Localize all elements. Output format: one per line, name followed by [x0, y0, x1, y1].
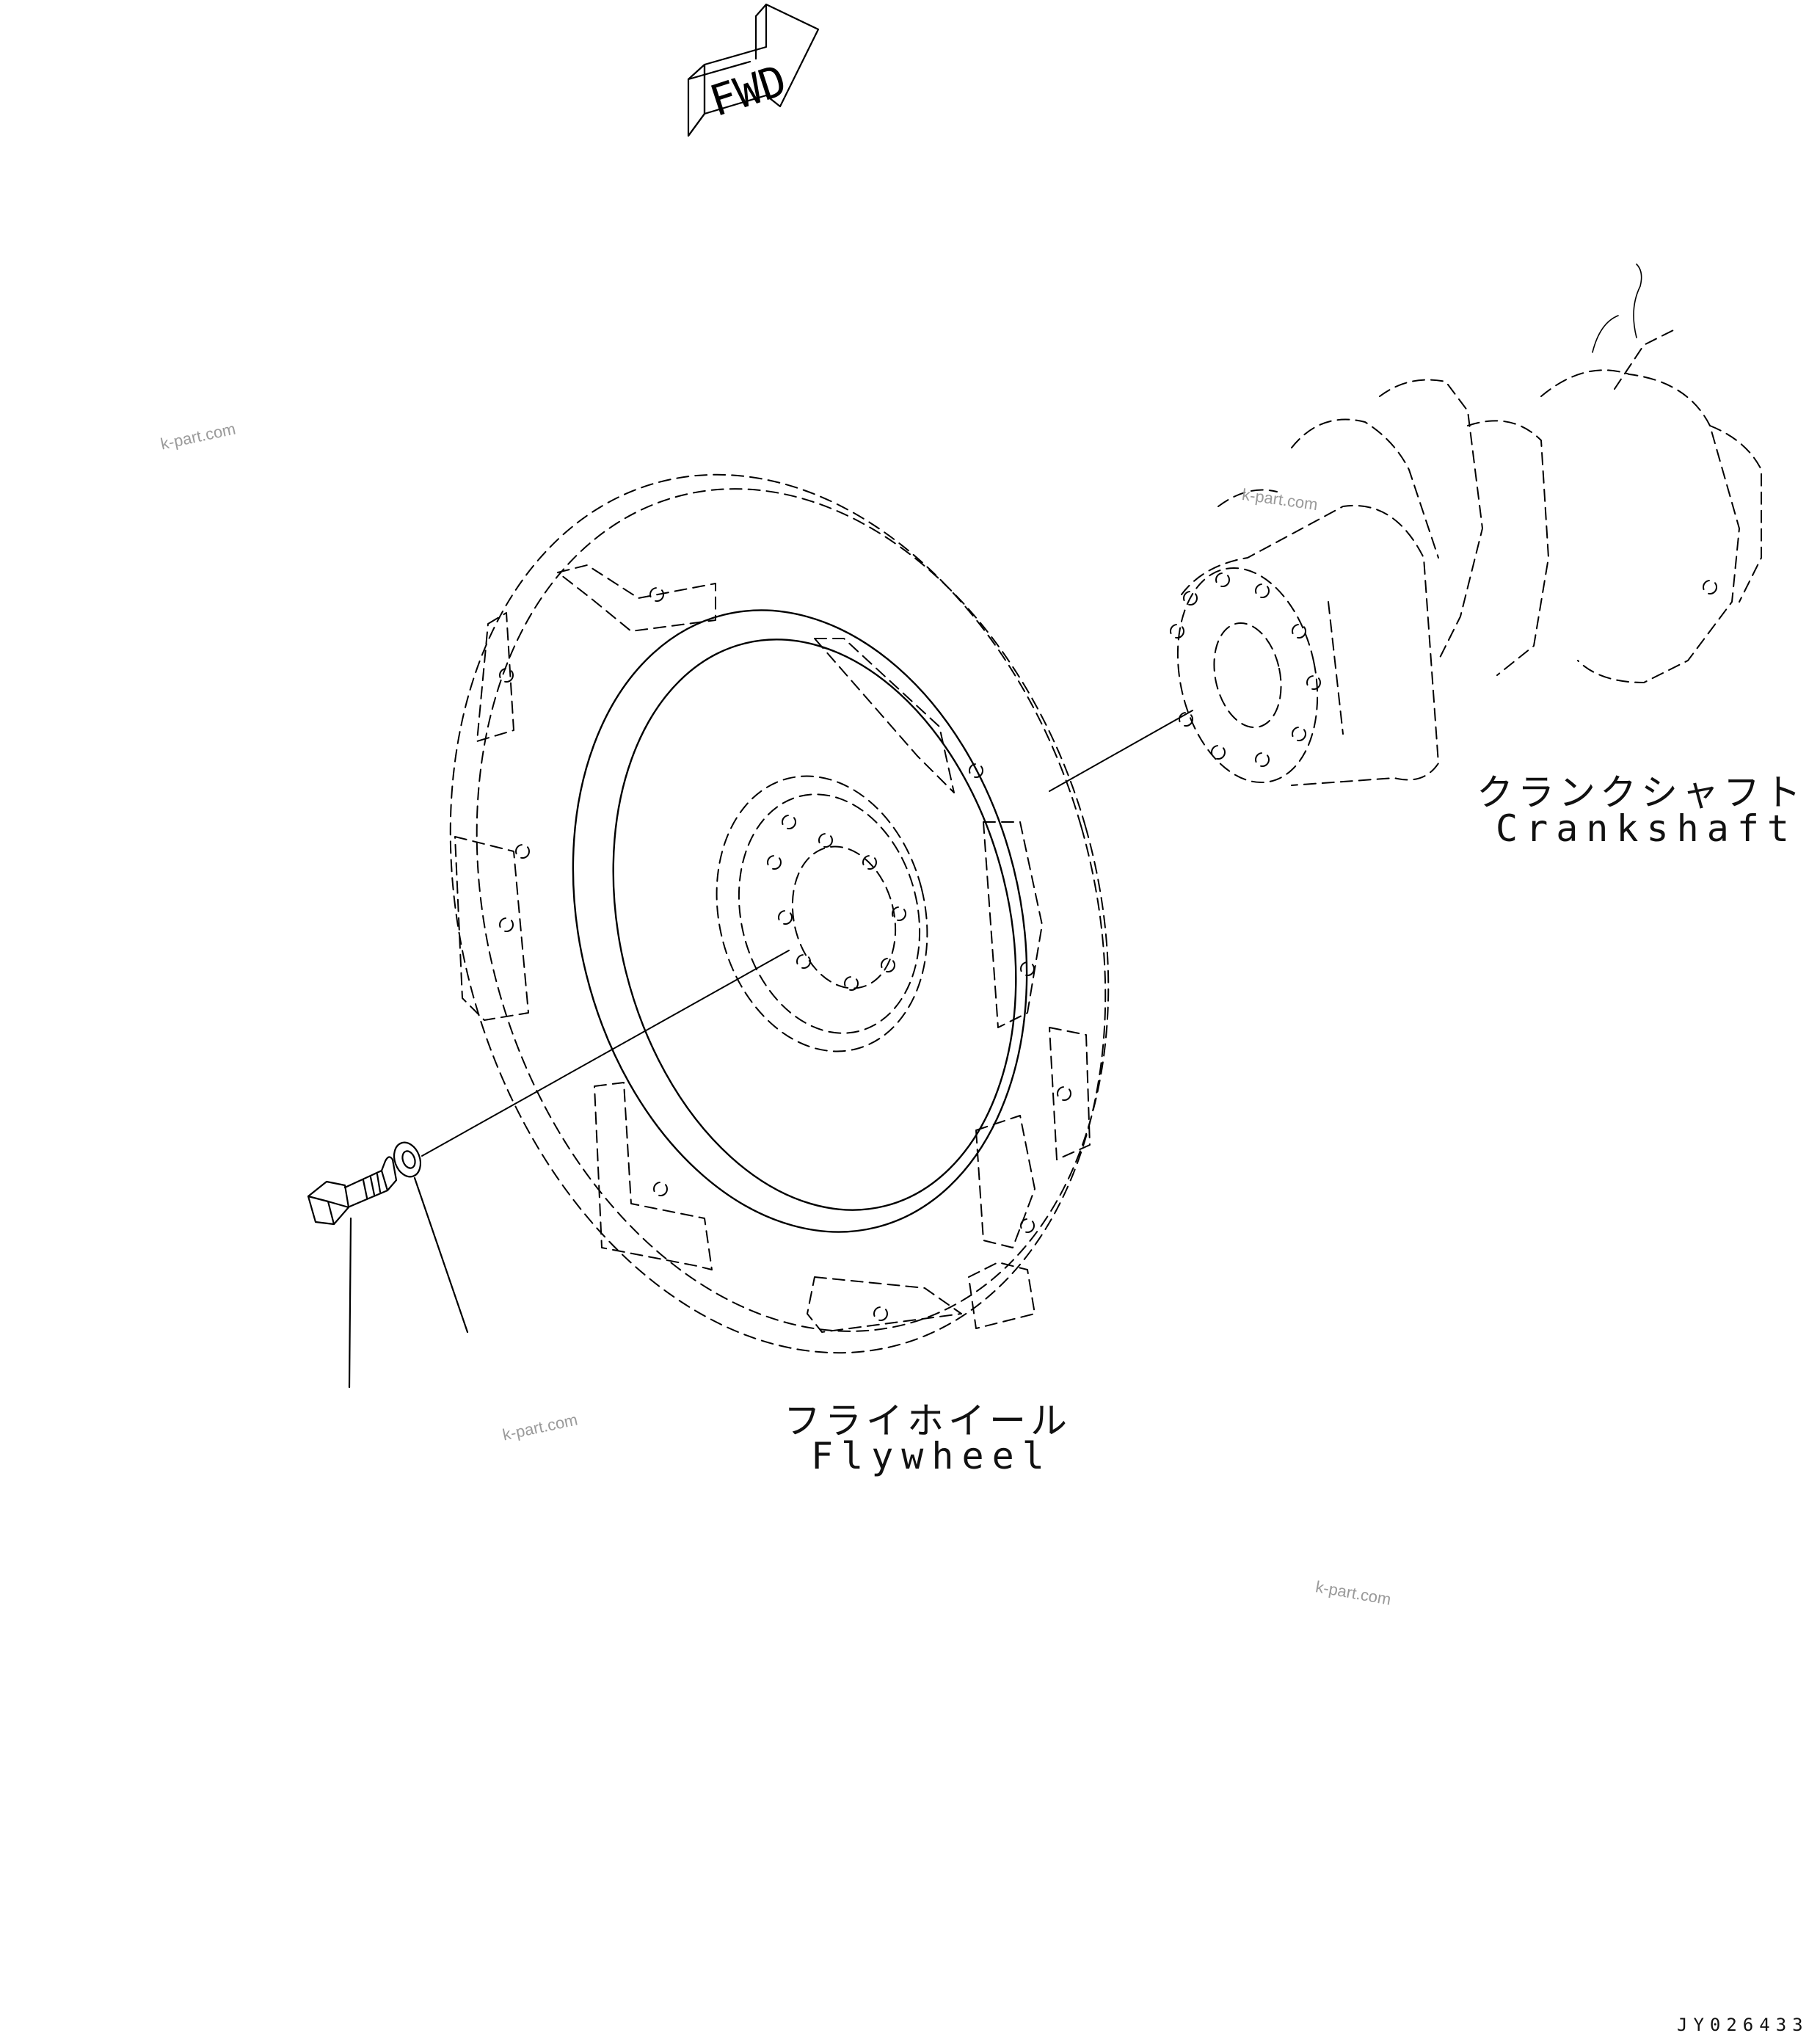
crankshaft-label-en: Crankshaft: [1496, 807, 1798, 850]
crankshaft-label-jp: クランクシャフト: [1477, 771, 1805, 814]
washer-icon: [393, 1141, 422, 1178]
washer-callout-line: [413, 1176, 469, 1334]
flywheel-alignment-line: [421, 950, 790, 1157]
flywheel-label-jp: フライホイール: [784, 1400, 1071, 1442]
flywheel-label-en: Flywheel: [811, 1435, 1052, 1477]
flywheel-drawing: [449, 473, 1110, 1354]
crankshaft-drawing: [1170, 330, 1762, 786]
bolt-callout-line: [348, 1217, 352, 1389]
bolt-icon: [307, 1156, 398, 1226]
fwd-arrow-icon: FWD: [687, 3, 820, 137]
fwd-label: FWD: [704, 55, 793, 126]
drawing-number: JY026433: [1677, 2015, 1809, 2035]
crankshaft-alignment-line: [1049, 710, 1193, 792]
